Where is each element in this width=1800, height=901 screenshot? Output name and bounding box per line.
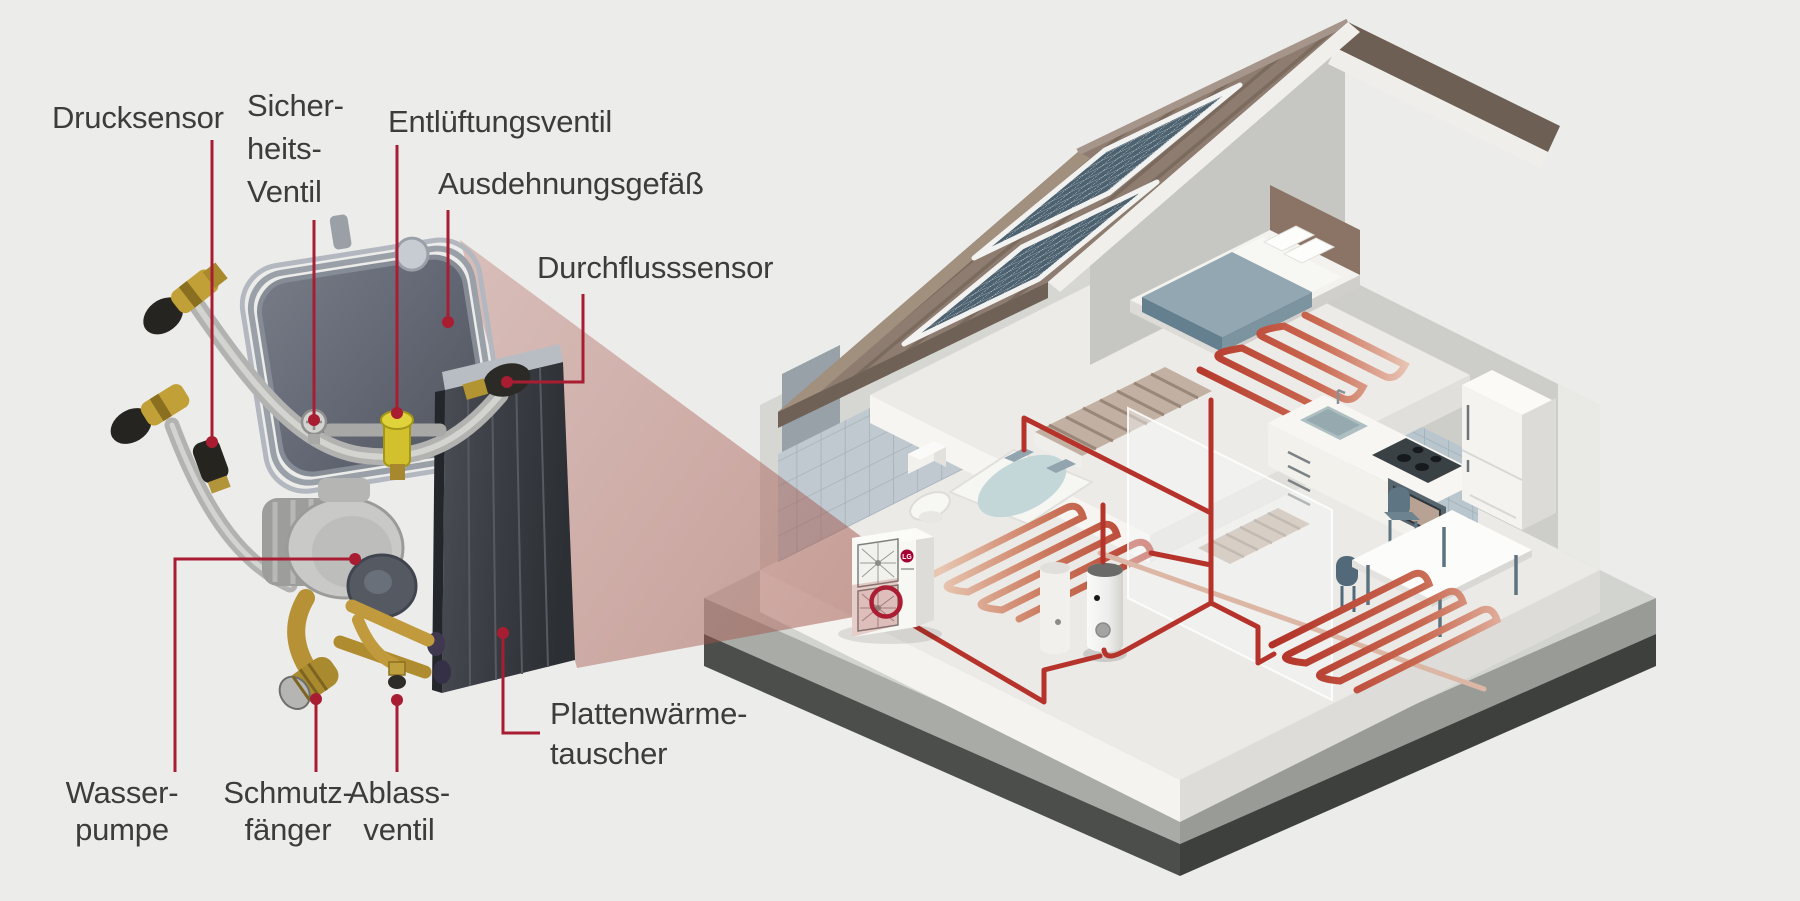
label-line: tauscher	[550, 736, 668, 771]
lg-outdoor-unit: LG	[838, 528, 942, 644]
dirt-trap	[278, 656, 339, 710]
brass-fitting	[110, 384, 190, 444]
roof-right-edge	[1336, 22, 1560, 152]
label-entlueftungsventil: Entlüftungsventil	[388, 104, 613, 139]
leader-dots	[206, 316, 513, 706]
leader-wasserpumpe	[173, 557, 355, 772]
label-schmutzfaenger: Schmutz- fänger	[208, 774, 368, 848]
bed	[1130, 185, 1360, 357]
headrest	[1046, 459, 1076, 473]
fan-grille-upper	[857, 538, 899, 588]
kitchen-sink	[1300, 388, 1368, 440]
pressure-sensor	[192, 439, 231, 494]
label-ablassventil: Ablass- ventil	[319, 774, 479, 848]
label-sicherheitsventil: Sicher- heits- Ventil	[247, 84, 344, 213]
label-line: Wasser-	[65, 775, 179, 810]
fan-grille-lower	[857, 584, 899, 632]
label-plattenwaermetauscher: Plattenwärme- tauscher	[550, 694, 747, 774]
underfloor-heating-coil-living	[1268, 569, 1502, 694]
label-line: Sicher-	[247, 88, 344, 123]
label-durchflusssensor: Durchflusssensor	[537, 250, 774, 285]
label-line: heits-	[247, 131, 322, 166]
headboard	[1270, 185, 1360, 275]
pillow	[1282, 237, 1336, 264]
leader-durchflusssensor	[512, 294, 585, 384]
cooktop	[1372, 438, 1462, 483]
water-tank	[1083, 563, 1127, 662]
glass-partition	[1127, 406, 1333, 702]
headrest	[1004, 448, 1034, 462]
leader-lines	[173, 140, 585, 772]
hydraulic-unit-illustration	[110, 214, 575, 710]
label-line: fänger	[244, 812, 332, 847]
kitchen-drawers	[1287, 450, 1311, 507]
lg-logo: LG	[900, 549, 914, 570]
lower-stairs	[1198, 508, 1310, 564]
label-line: Ventil	[247, 174, 322, 209]
upper-stairs	[1035, 367, 1212, 470]
gable-inner-wall	[1090, 32, 1345, 365]
blanket	[1142, 252, 1312, 337]
pillow	[1262, 225, 1316, 252]
label-line: Ablass-	[348, 775, 450, 810]
underfloor-heating-coil-bathroom	[930, 502, 1156, 623]
roof	[778, 18, 1560, 428]
label-line: Plattenwärme-	[550, 696, 748, 731]
svg-text:LG: LG	[902, 554, 912, 561]
label-line: ventil	[363, 812, 435, 847]
bedroom	[1130, 185, 1410, 426]
bathroom	[908, 441, 1156, 654]
heating-pipe-faded	[1097, 550, 1487, 692]
toilet	[908, 441, 951, 523]
bathtub	[949, 448, 1093, 525]
water-pump	[262, 478, 418, 619]
solar-panel-2	[904, 182, 1157, 344]
solar-panels	[901, 82, 1243, 347]
pillar	[1040, 562, 1070, 654]
fridge	[1461, 370, 1556, 530]
heating-pipes	[905, 397, 1277, 705]
dining-set	[1336, 487, 1532, 637]
label-ausdehnungsgefaess: Ausdehnungsgefäß	[438, 166, 704, 201]
label-line: Schmutz-	[223, 775, 353, 810]
component-highlight-ring	[869, 585, 903, 619]
label-wasserpumpe: Wasser- pumpe	[42, 774, 202, 848]
brass-fitting	[143, 262, 228, 335]
solar-panel-1	[974, 85, 1240, 258]
house-illustration	[704, 18, 1656, 876]
label-drucksensor: Drucksensor	[52, 100, 224, 135]
leader-plattenwaermetauscher	[501, 633, 540, 735]
brass-pipes	[287, 589, 435, 681]
drain-valve	[388, 661, 406, 689]
label-line: pumpe	[75, 812, 169, 847]
